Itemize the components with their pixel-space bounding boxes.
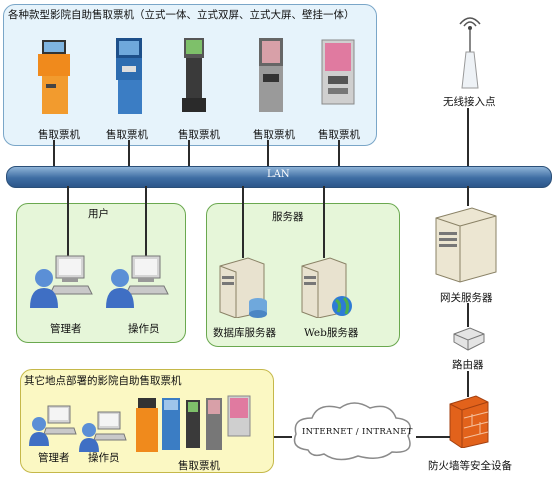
firewall-label: 防火墙等安全设备: [428, 460, 512, 472]
admin-label: 管理者: [50, 323, 82, 335]
web-server-icon: [300, 256, 356, 319]
router-icon: [452, 326, 486, 352]
internet-cloud-icon: [288, 400, 418, 464]
servers-group-title: 服务器: [272, 211, 304, 223]
connector-kiosk-4: [267, 140, 269, 166]
operator-workstation-icon: [104, 252, 170, 312]
wireless-ap-label: 无线接入点: [443, 96, 496, 108]
connector-kiosk-5: [338, 140, 340, 166]
connector-operator: [145, 186, 147, 256]
gateway-server-icon: [432, 204, 502, 284]
connector-db-server: [242, 186, 244, 258]
kiosk-image-4: [253, 36, 289, 116]
database-server-icon: [218, 256, 270, 319]
connector-remote-cloud: [272, 436, 292, 438]
remote-kiosk-label: 售取票机: [178, 460, 220, 472]
lan-label: LAN: [267, 169, 290, 180]
kiosk-image-2: [112, 36, 148, 116]
connector-wireless-ap: [467, 108, 469, 166]
kiosk-group-title: 各种款型影院自助售取票机（立式一体、立式双屏、立式大屏、壁挂一体）: [8, 9, 355, 21]
connector-firewall: [467, 371, 469, 397]
connector-router: [467, 303, 469, 327]
connector-kiosk-1: [53, 140, 55, 166]
internet-label: INTERNET / INTRANET: [302, 427, 413, 437]
kiosk-label-3: 售取票机: [178, 129, 220, 141]
kiosk-label-2: 售取票机: [106, 129, 148, 141]
connector-admin: [67, 186, 69, 256]
database-server-label: 数据库服务器: [213, 327, 276, 339]
connector-kiosk-3: [188, 140, 190, 166]
gateway-server-label: 网关服务器: [440, 292, 493, 304]
remote-group-title: 其它地点部署的影院自助售取票机: [24, 375, 182, 387]
router-label: 路由器: [452, 359, 484, 371]
remote-operator-label: 操作员: [88, 452, 120, 464]
connector-gateway: [467, 186, 469, 206]
kiosk-label-4: 售取票机: [253, 129, 295, 141]
remote-admin-label: 管理者: [38, 452, 70, 464]
connector-web-server: [323, 186, 325, 258]
admin-workstation-icon: [28, 252, 94, 312]
remote-admin-workstation-icon: [28, 404, 78, 448]
operator-label: 操作员: [128, 323, 160, 335]
connector-cloud-firewall: [416, 436, 450, 438]
kiosk-image-3: [176, 36, 212, 116]
remote-operator-workstation-icon: [78, 410, 128, 454]
remote-kiosks-image: [134, 394, 264, 454]
wireless-ap-icon: [452, 12, 488, 92]
web-server-label: Web服务器: [304, 327, 359, 339]
kiosk-image-1: [36, 36, 72, 116]
kiosk-image-5: [320, 38, 356, 106]
users-group-title: 用户: [88, 208, 109, 220]
kiosk-label-5: 售取票机: [318, 129, 360, 141]
kiosk-label-1: 售取票机: [38, 129, 80, 141]
connector-kiosk-2: [128, 140, 130, 166]
firewall-icon: [448, 394, 490, 449]
lan-bus: [6, 166, 552, 188]
